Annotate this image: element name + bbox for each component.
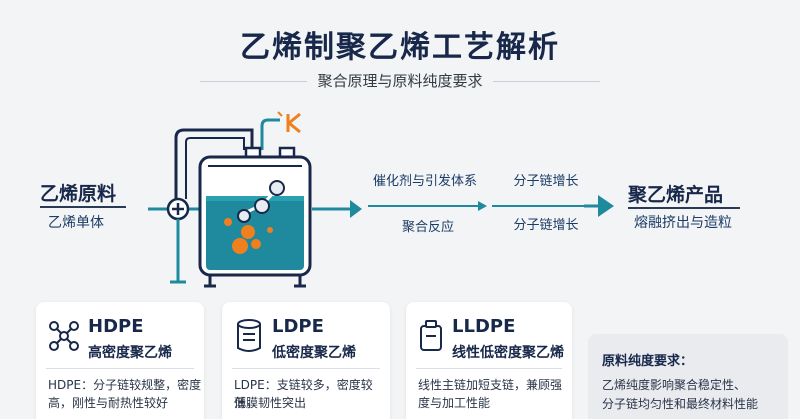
- purity-requirement-box: 原料纯度要求： 乙烯纯度影响聚合稳定性、 分子链均匀性和最终材料性能: [588, 334, 788, 419]
- outlet-pipe: [260, 118, 280, 150]
- catalyst-particles: [224, 218, 273, 254]
- input-label: 乙烯原料: [40, 183, 117, 205]
- card-desc-1: LDPE：支链较多，密度较低，: [234, 378, 373, 410]
- output-label: 聚乙烯产品: [628, 184, 724, 206]
- reactor-liquid: [206, 196, 304, 270]
- purity-title: 原料纯度要求：: [602, 354, 694, 369]
- chain-growth-label-bottom: 分子链增长: [513, 218, 579, 233]
- page-subtitle: 聚合原理与原料纯度要求: [0, 70, 800, 91]
- card-divider: [416, 368, 562, 369]
- molecule-chain-icon: [237, 180, 285, 223]
- input-underline: [40, 206, 126, 208]
- inlet-pipe: [174, 128, 254, 199]
- card-name: 线性低密度聚乙烯: [452, 345, 564, 361]
- purity-line-2: 分子链均匀性和最终材料性能: [602, 397, 759, 411]
- card-code: LDPE: [272, 316, 324, 337]
- card-divider: [232, 368, 380, 369]
- reaction-label: 聚合反应: [401, 220, 454, 235]
- card-code: HDPE: [88, 316, 144, 337]
- page-title: 乙烯制聚乙烯工艺解析: [240, 30, 560, 65]
- card-desc-1: 线性主链加短支链，兼顾强: [418, 378, 563, 392]
- card-hdpe: HDPE 高密度聚乙烯 HDPE：分子链较规整，密度 高，刚性与耐热性较好: [36, 302, 204, 419]
- card-name: 低密度聚乙烯: [272, 345, 356, 361]
- card-lldpe: LLDPE 线性低密度聚乙烯 线性主链加短支链，兼顾强 度与加工性能: [406, 302, 572, 419]
- card-ldpe: LDPE 低密度聚乙烯 LDPE：支链较多，密度较低， 薄膜韧性突出: [222, 302, 390, 419]
- card-name: 高密度聚乙烯: [88, 345, 172, 361]
- subtitle-row: 聚合原理与原料纯度要求: [0, 70, 800, 94]
- process-diagram: [148, 111, 614, 288]
- container-icon: [420, 320, 442, 351]
- card-desc-2: 高，刚性与耐热性较好: [48, 396, 169, 410]
- output-sub-label: 熔融挤出与造粒: [634, 215, 732, 231]
- spark-icon: [277, 111, 301, 134]
- input-sub-label: 乙烯单体: [48, 215, 104, 231]
- catalyst-label: 催化剂与引发体系: [372, 174, 477, 189]
- card-desc-1: HDPE：分子链较规整，密度: [48, 378, 202, 392]
- card-code: LLDPE: [452, 316, 516, 337]
- purity-desc: 乙烯纯度影响聚合稳定性、 分子链均匀性和最终材料性能: [602, 376, 782, 414]
- output-underline: [628, 207, 740, 209]
- card-desc-2: 度与加工性能: [418, 396, 491, 410]
- purity-line-1: 乙烯纯度影响聚合稳定性、: [602, 378, 747, 392]
- card-desc-2: 薄膜韧性突出: [234, 396, 307, 410]
- chain-growth-label-top: 分子链增长: [513, 174, 579, 189]
- molecule-icon: [49, 321, 79, 351]
- card-divider: [46, 368, 194, 369]
- film-roll-icon: [237, 319, 261, 352]
